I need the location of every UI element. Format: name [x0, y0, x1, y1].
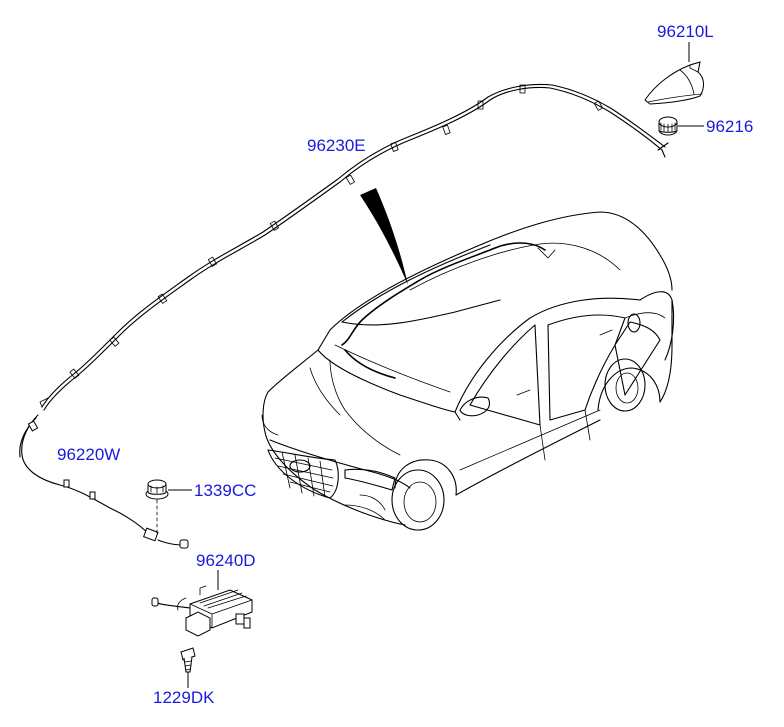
- car-illustration: [261, 188, 675, 531]
- label-antenna-pad[interactable]: 96216: [706, 117, 753, 136]
- clip-nut-icon[interactable]: [145, 479, 169, 500]
- label-amplifier-module[interactable]: 96240D: [196, 551, 256, 570]
- control-module-icon[interactable]: [151, 585, 253, 637]
- bolt-icon[interactable]: [180, 647, 196, 673]
- label-roof-cable[interactable]: 96230E: [307, 136, 366, 155]
- shark-fin-antenna-icon[interactable]: [644, 61, 704, 105]
- label-clip-nut[interactable]: 1339CC: [194, 481, 256, 500]
- label-bolt[interactable]: 1229DK: [153, 688, 215, 707]
- roof-cable[interactable]: [39, 84, 669, 411]
- label-extension-cable[interactable]: 96220W: [57, 445, 120, 464]
- rubber-pad-icon[interactable]: [658, 116, 678, 136]
- extension-cable[interactable]: [19, 414, 189, 549]
- label-antenna[interactable]: 96210L: [657, 22, 714, 41]
